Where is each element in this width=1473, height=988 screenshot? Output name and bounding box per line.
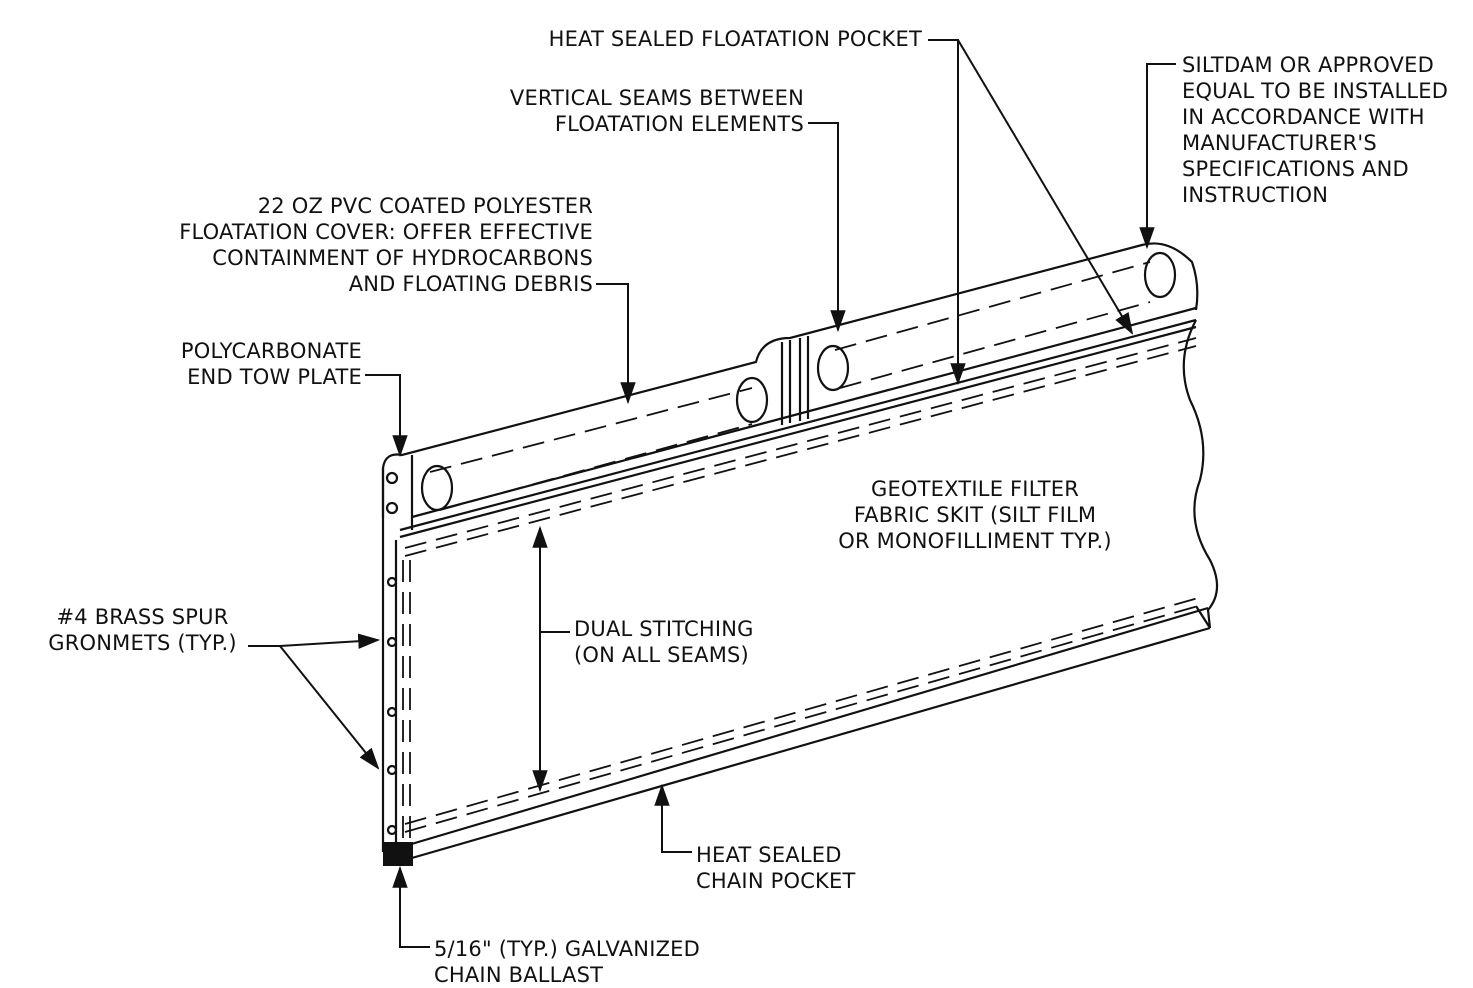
float-tube-outline: [381, 242, 1199, 518]
label-brass-grommets: #4 BRASS SPUR GRONMETS (TYP.): [48, 605, 237, 655]
label-heat-sealed-floatation-pocket: HEAT SEALED FLOATATION POCKET: [548, 27, 922, 51]
label-pvc-floatation-cover: 22 OZ PVC COATED POLYESTER FLOATATION CO…: [179, 194, 593, 296]
label-end-tow-plate: POLYCARBONATE END TOW PLATE: [180, 339, 362, 389]
chain-pocket-edge: [397, 606, 1209, 850]
end-tow-plate: [381, 455, 414, 530]
curtain-cut-edge: [1182, 319, 1219, 629]
chain-ballast: [383, 842, 413, 866]
label-vertical-seams: VERTICAL SEAMS BETWEEN FLOATATION ELEMEN…: [509, 86, 804, 136]
leader-lines: [248, 39, 1176, 948]
label-chain-ballast: 5/16" (TYP.) GALVANIZED CHAIN BALLAST: [434, 937, 701, 987]
label-siltdam: SILTDAM OR APPROVED EQUAL TO BE INSTALLE…: [1182, 53, 1449, 207]
label-heat-sealed-chain-pocket: HEAT SEALED CHAIN POCKET: [696, 843, 856, 893]
label-dual-stitching: DUAL STITCHING (ON ALL SEAMS): [574, 617, 754, 667]
label-geotextile-filter: GEOTEXTILE FILTER FABRIC SKIT (SILT FILM…: [838, 477, 1112, 553]
vertical-seam: [780, 336, 810, 425]
